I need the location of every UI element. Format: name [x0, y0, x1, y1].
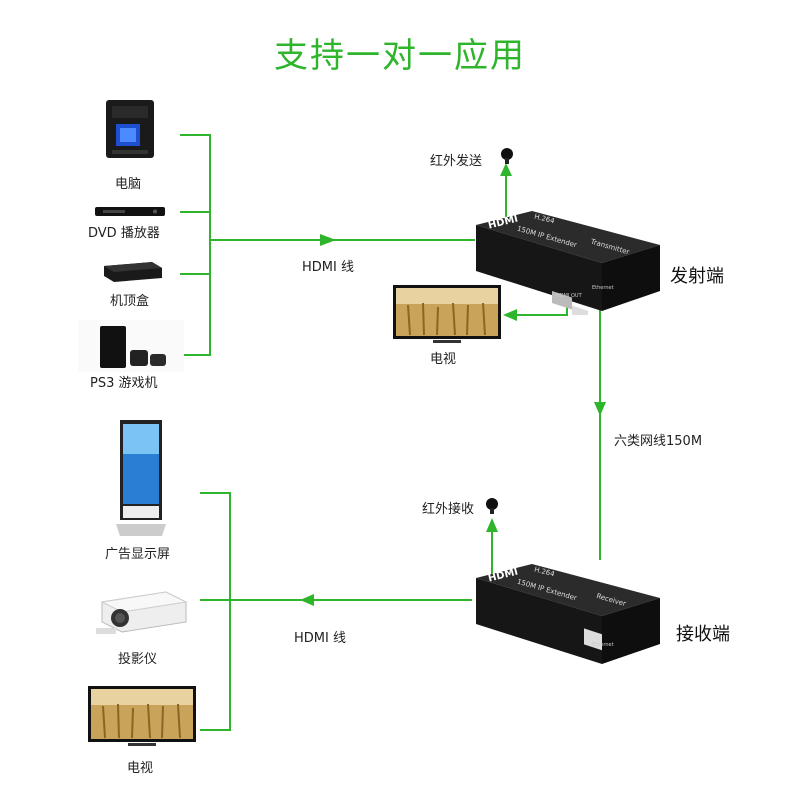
source-dvd — [95, 204, 165, 218]
projector-icon — [96, 591, 188, 634]
ir-receiver-icon — [486, 498, 498, 514]
source-ps3 — [78, 320, 184, 372]
ir-sender — [500, 146, 514, 164]
output-bus-line — [200, 492, 231, 731]
page-title: 支持一对一应用 — [274, 36, 526, 76]
transmitter-port-hdmi: HDMI OUT — [556, 293, 582, 299]
ps3-console-icon — [78, 320, 184, 372]
local-tv — [393, 285, 501, 345]
output-label-projector: 投影仪 — [118, 652, 158, 667]
output-ad-display — [116, 420, 168, 538]
dvd-player-icon — [95, 207, 165, 216]
receiver-port-eth: Ethernet — [592, 642, 614, 648]
tv-icon — [393, 285, 501, 343]
pc-tower-icon — [106, 100, 154, 158]
source-label-pc: 电脑 — [115, 177, 142, 192]
ir-receive-label: 红外接收 — [422, 502, 475, 517]
hdmi-in-label: HDMI 线 — [302, 260, 354, 275]
ir-receiver — [485, 496, 499, 514]
source-bus-line — [180, 134, 211, 356]
output-projector — [96, 588, 188, 636]
source-stb — [100, 258, 164, 284]
receiver-label: 接收端 — [676, 624, 730, 645]
set-top-box-icon — [104, 262, 162, 282]
output-label-tv: 电视 — [127, 761, 154, 776]
local-tv-label: 电视 — [430, 352, 457, 367]
ir-emitter-icon — [501, 148, 513, 164]
output-tv — [88, 686, 196, 748]
source-label-dvd: DVD 播放器 — [88, 226, 160, 241]
source-label-stb: 机顶盒 — [110, 294, 150, 309]
tv-icon — [88, 686, 196, 746]
output-label-ad-display: 广告显示屏 — [105, 547, 171, 562]
hdmi-out-label: HDMI 线 — [294, 631, 346, 646]
source-pc — [100, 98, 162, 160]
transmitter-device: HDMI H.264 150M IP Extender Transmitter … — [472, 205, 662, 325]
transmitter-port-eth: Ethernet — [592, 285, 614, 291]
network-label: 六类网线150M — [614, 434, 703, 449]
receiver-device: HDMI H.264 150M IP Extender Receiver Eth… — [472, 558, 662, 668]
ad-display-icon — [116, 420, 166, 536]
ir-send-label: 红外发送 — [430, 154, 483, 169]
source-label-ps3: PS3 游戏机 — [90, 376, 158, 391]
transmitter-label: 发射端 — [670, 266, 724, 287]
